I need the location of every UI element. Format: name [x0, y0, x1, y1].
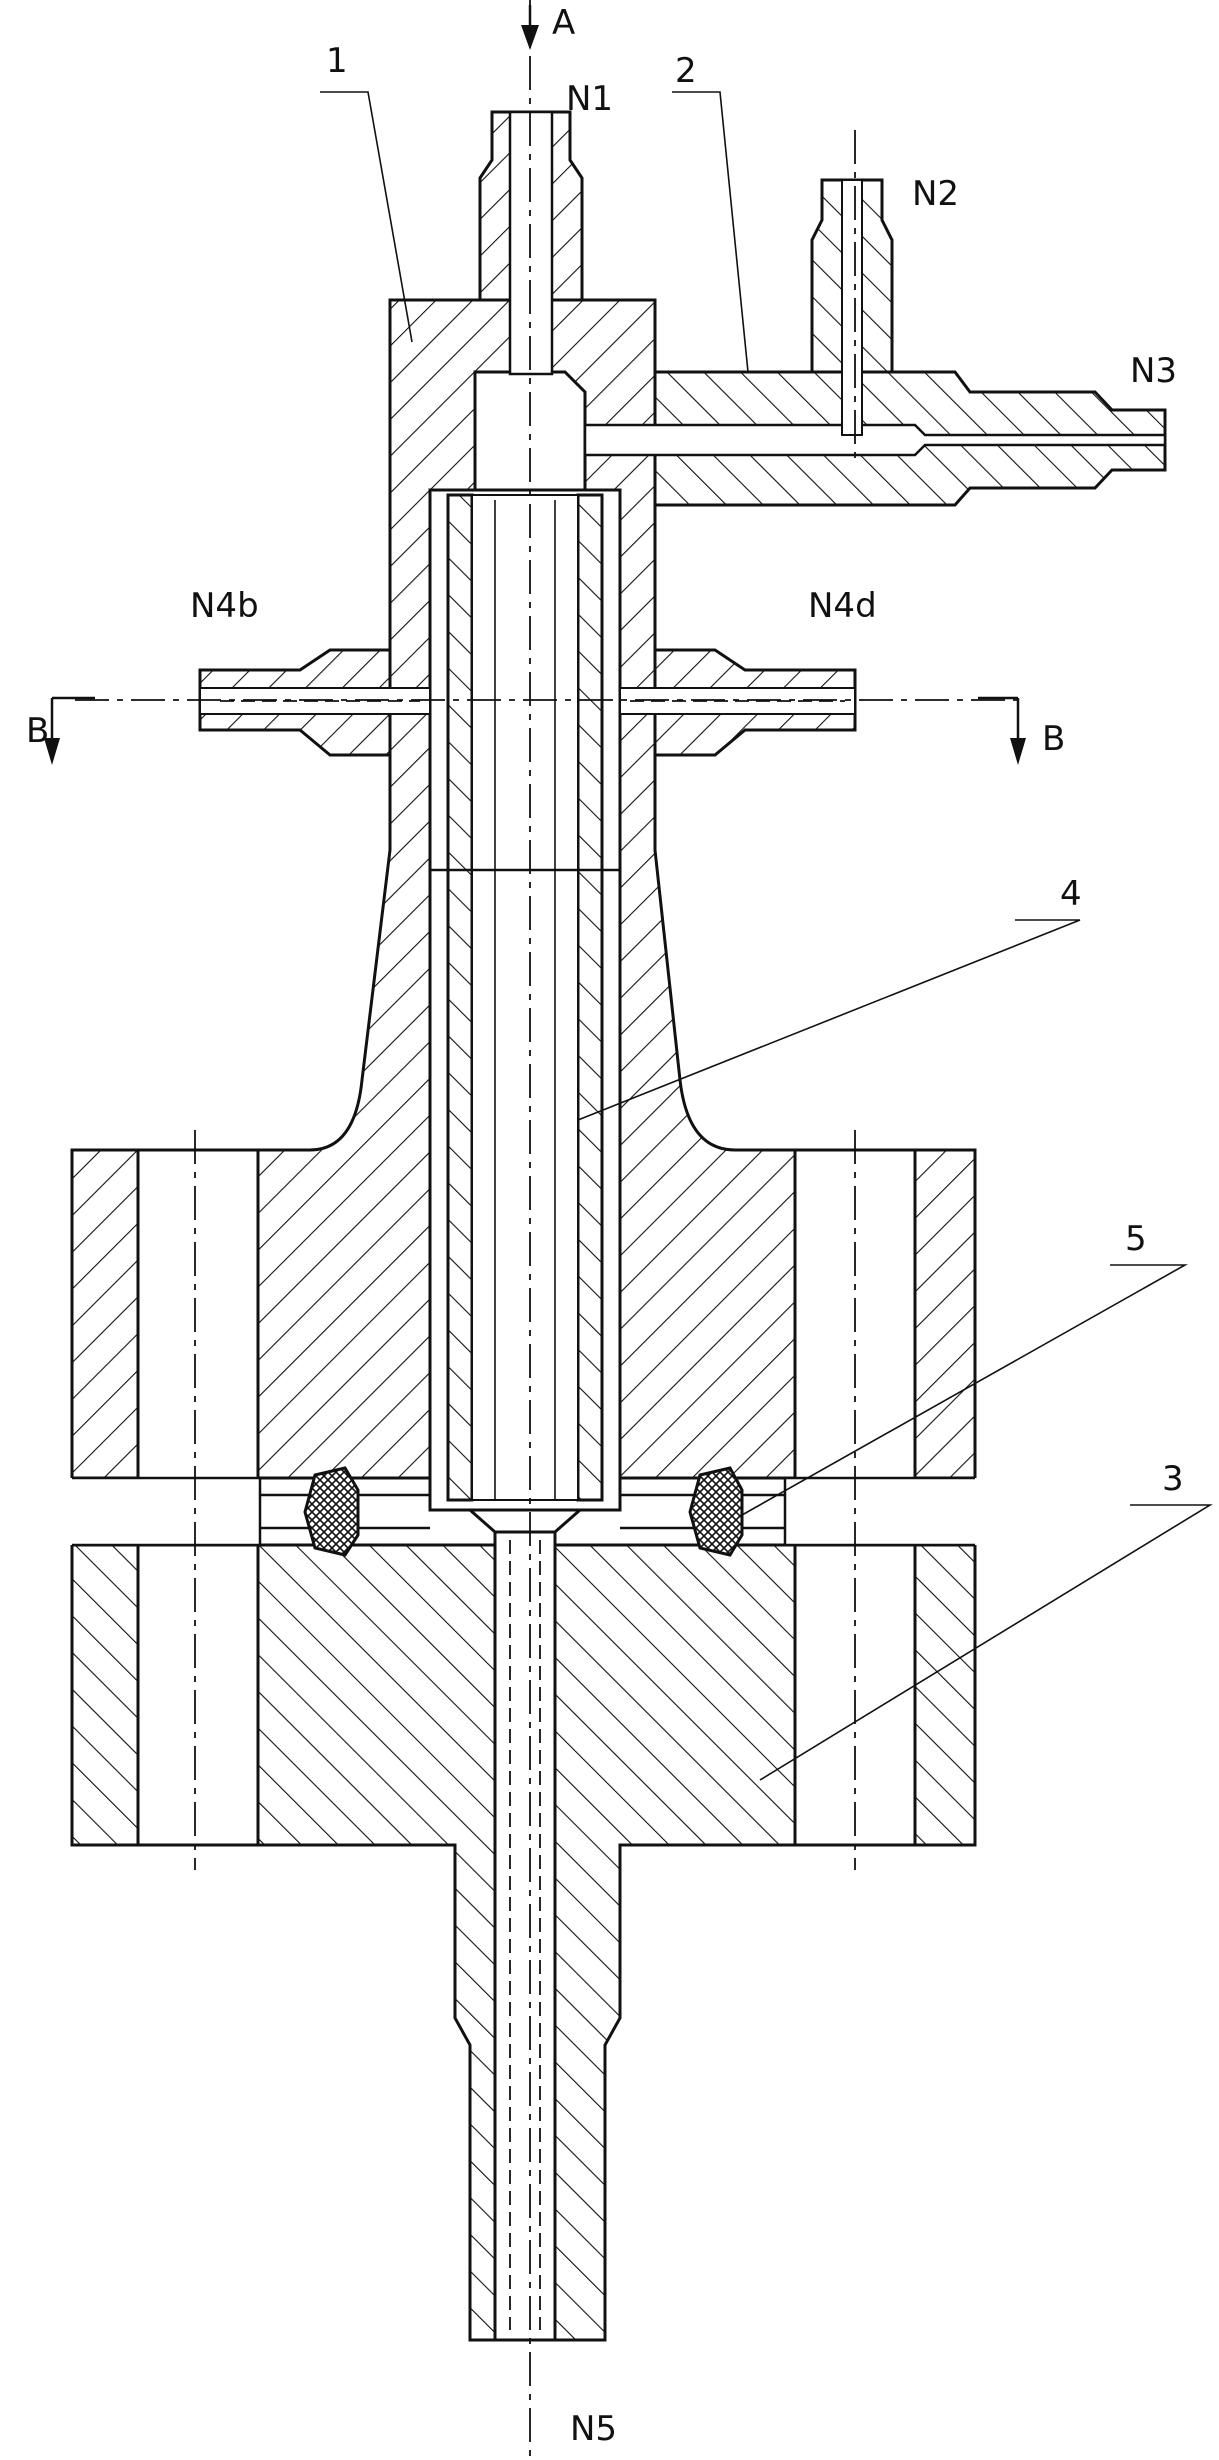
inner-detail-lines [220, 120, 845, 2330]
seal-rings-part-5 [260, 1466, 785, 1557]
leader-lines [320, 91, 1213, 1781]
label-view-a: A [552, 3, 575, 43]
label-n3: N3 [1130, 351, 1177, 391]
central-bore [199, 110, 1167, 2342]
label-n5: N5 [570, 2409, 617, 2449]
label-part-2: 2 [675, 51, 697, 91]
label-section-b-right: B [1042, 719, 1065, 759]
label-n4b: N4b [190, 586, 259, 626]
center-lines [44, 0, 1026, 2460]
label-part-3: 3 [1162, 1459, 1184, 1499]
label-n4d: N4d [808, 586, 877, 626]
bolt-holes [60, 1148, 985, 1847]
label-section-b-left: B [26, 711, 49, 751]
label-part-1: 1 [326, 41, 348, 81]
label-n1: N1 [566, 79, 613, 119]
label-part-5: 5 [1125, 1219, 1147, 1259]
labels: A N1 N2 N3 N4b N4d N5 B B 1 2 3 4 5 [26, 3, 1184, 2449]
label-n2: N2 [912, 174, 959, 214]
label-part-4: 4 [1060, 874, 1082, 914]
